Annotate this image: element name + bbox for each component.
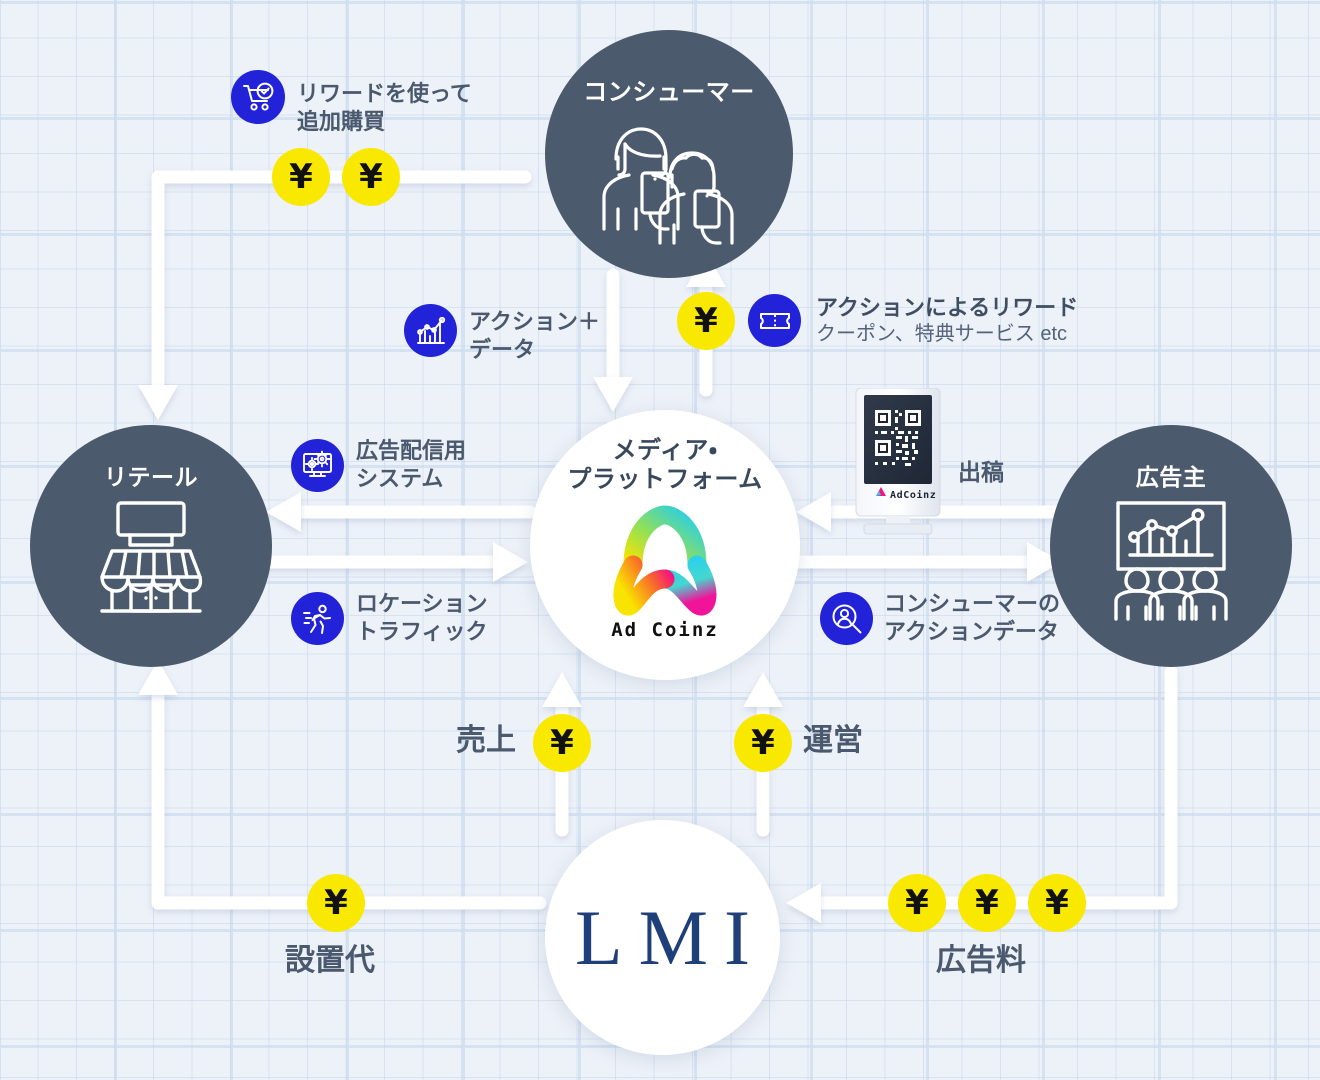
arrow-consumer-to-retail [151,170,532,397]
badge-bar-chart-trend [404,304,457,357]
label-ad-delivery-system: 広告配信用 システム [356,438,467,492]
arrowhead-to-media-right [796,492,831,532]
person-magnifier-icon [832,604,861,633]
presentation-chart-with-people-icon [1114,501,1228,621]
label-operations: 運営 [803,724,863,757]
arrowhead-sales-up [542,672,582,707]
node-advertiser-label: 広告主 [1135,464,1207,490]
coupon-ticket-icon [759,312,790,329]
node-retail[interactable]: リテール [30,425,272,667]
node-retail-label: リテール [104,464,198,490]
coin-advertising-fee-3: ¥ [1028,874,1086,932]
badge-shopping-cart-check [231,70,285,124]
node-advertiser[interactable]: 広告主 [1050,425,1292,667]
media-platform-label-line1: メディア・ [612,437,718,464]
coin-installation-fee: ¥ [307,874,365,932]
label-reward-repurchase: リワードを使って 追加購買 [297,81,472,135]
arrowhead-to-retail-top [138,385,178,420]
arrowhead-to-media-top [593,377,633,412]
storefront-icon [100,501,203,613]
bar-chart-trend-icon [416,316,445,344]
node-consumer-label: コンシューマー [583,79,755,106]
node-lmi-label: LMI [575,893,766,981]
media-platform-brand: Ad Coinz [611,618,719,641]
label-sales: 売上 [456,724,516,757]
badge-coupon-ticket [748,294,801,347]
arrowhead-retail-bottom [138,660,178,695]
label-action-reward-subtitle: クーポン、特典サービス etc [816,323,1068,346]
kiosk-device[interactable]: AdCoinz [850,387,946,543]
arrow-heads [138,252,1062,923]
coin-sales: ¥ [533,714,591,772]
arrow-lmi-to-retail [151,681,547,910]
shopping-cart-check-icon [243,82,274,111]
arrowhead-into-lmi [786,883,821,923]
arrowhead-operations-up [743,672,783,707]
coin-operations: ¥ [734,714,792,772]
label-location-traffic: ロケーション トラフィック [356,591,488,645]
badge-running-person [291,592,344,645]
media-platform-label-line2: プラットフォーム [567,466,763,494]
coin-reward-repurchase-2: ¥ [342,148,400,206]
label-consumer-action-data: コンシューマーの アクションデータ [884,591,1061,645]
kiosk-brand-text: AdCoinz [890,489,936,501]
node-lmi[interactable]: LMI [545,820,780,1055]
node-media-platform-label: メディア・ プラットフォーム [567,436,762,495]
coin-action-reward: ¥ [677,292,735,350]
two-people-with-smartphones-icon [602,127,734,245]
coin-advertising-fee-1: ¥ [888,874,946,932]
badge-person-magnifier [820,592,873,645]
adcoinz-triskelion-logo [613,505,717,616]
arrowhead-to-advertiser [1027,542,1062,582]
label-action-reward-title: アクションによるリワード [816,295,1079,320]
node-media-platform[interactable]: メディア・ プラットフォーム [530,410,800,680]
monitor-gears-icon [303,450,332,477]
label-advertising-fee: 広告料 [936,944,1026,977]
node-consumer[interactable]: コンシューマー [545,30,793,278]
coin-advertising-fee-2: ¥ [958,874,1016,932]
label-installation-fee: 設置代 [285,944,375,977]
label-action-data: アクション＋ データ [469,309,600,363]
badge-monitor-gears [291,439,344,492]
arrow-advertiser-to-lmi [808,665,1178,910]
kiosk-label: 出稿 [958,459,1004,485]
coin-reward-repurchase-1: ¥ [272,148,330,206]
kiosk-illustration: AdCoinz [855,387,941,535]
running-person-icon [302,604,331,634]
arrowhead-to-media-left [493,542,528,582]
label-action-reward: アクションによるリワード クーポン、特典サービス etc [816,294,1078,348]
arrowhead-to-retail-side [266,492,301,532]
